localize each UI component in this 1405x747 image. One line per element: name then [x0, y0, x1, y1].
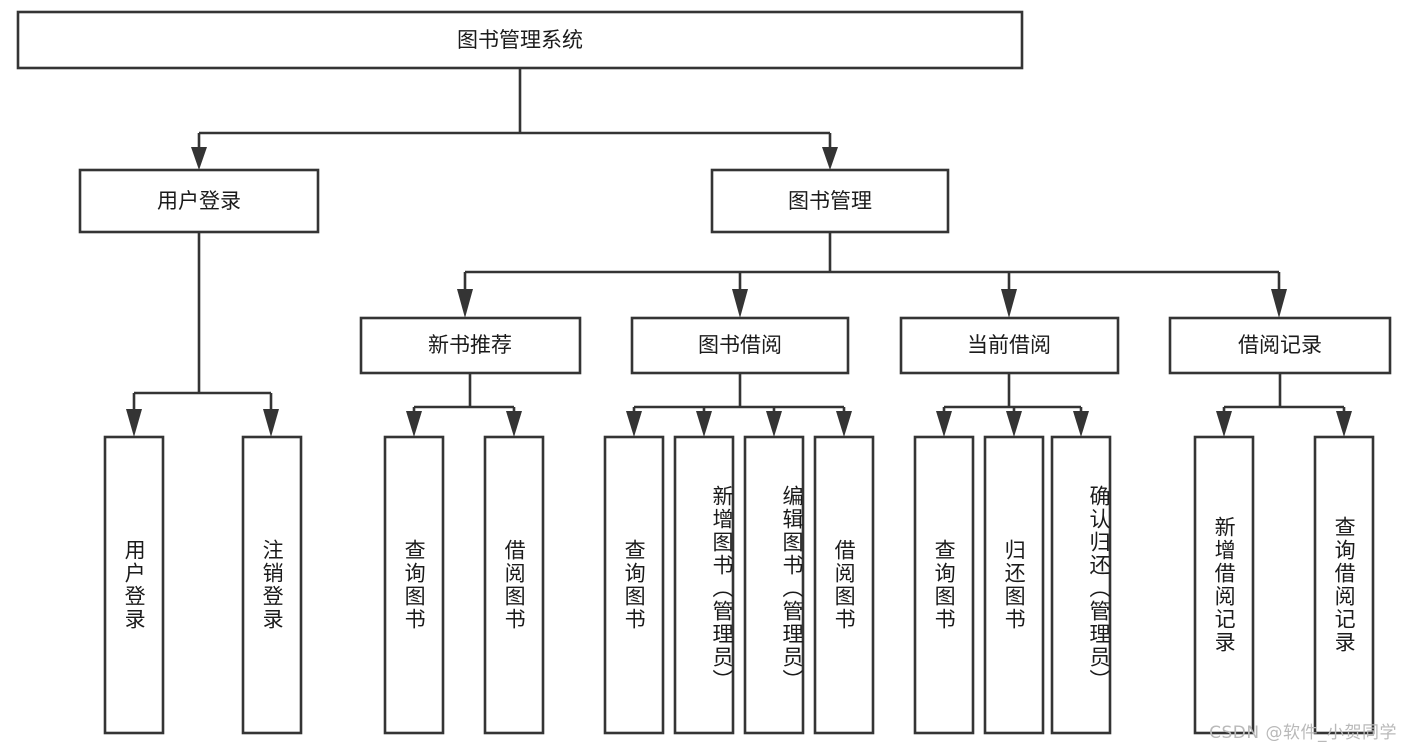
leaf-boxes — [103, 435, 1375, 735]
leaf-box-br-query-record[interactable] — [1313, 435, 1375, 735]
arrow-head-leaf-logout — [263, 409, 279, 437]
csdn-watermark: CSDN @软件_小贺同学 — [1209, 723, 1397, 743]
leaf-box-bb-add-book[interactable] — [673, 435, 735, 735]
arrow-head-br-leaf-2 — [1336, 411, 1352, 437]
leaf-box-bb-edit-book[interactable] — [743, 435, 805, 735]
node-book-manage-label: 图书管理 — [788, 189, 872, 213]
leaf-box-logout[interactable] — [241, 435, 303, 735]
arrow-head-bb-leaf-4 — [836, 411, 852, 437]
arrow-head-nbr-leaf-1 — [406, 411, 422, 437]
node-borrow-record-box[interactable] — [1168, 316, 1392, 375]
arrow-head-borrow-record — [1271, 289, 1287, 318]
node-root-box[interactable] — [16, 10, 1024, 70]
arrow-head-new-book-recommend — [457, 289, 473, 318]
node-book-borrow-label: 图书借阅 — [698, 333, 782, 357]
arrow-head-book-manage — [822, 147, 838, 170]
node-new-book-recommend-box[interactable] — [359, 316, 582, 375]
node-new-book-recommend-label: 新书推荐 — [428, 333, 512, 357]
leaf-box-cb-query-book[interactable] — [913, 435, 975, 735]
node-book-manage-box[interactable] — [710, 168, 950, 234]
node-root-label: 图书管理系统 — [457, 28, 583, 52]
arrow-head-user-login — [191, 147, 207, 170]
edges-borrow-record-to-leaves — [1216, 373, 1352, 437]
edges-current-borrow-to-leaves — [936, 373, 1089, 437]
leaf-box-cb-return-book[interactable] — [983, 435, 1045, 735]
arrow-head-leaf-user-login — [126, 409, 142, 437]
edges-book-borrow-to-leaves — [626, 373, 852, 437]
arrow-head-bb-leaf-3 — [766, 411, 782, 437]
node-book-manage[interactable]: 图书管理 — [710, 168, 950, 234]
arrow-head-book-borrow — [732, 289, 748, 318]
node-user-login[interactable]: 用户登录 — [78, 168, 320, 234]
node-borrow-record[interactable]: 借阅记录 — [1168, 316, 1392, 375]
arrow-head-bb-leaf-2 — [696, 411, 712, 437]
leaf-box-bb-borrow-book[interactable] — [813, 435, 875, 735]
edges-root-to-level2 — [191, 68, 838, 170]
edges-book-manage-to-level3 — [457, 232, 1287, 318]
leaf-box-bb-query-book[interactable] — [603, 435, 665, 735]
arrow-head-bb-leaf-1 — [626, 411, 642, 437]
node-book-borrow[interactable]: 图书借阅 — [630, 316, 850, 375]
leaf-box-user-login[interactable] — [103, 435, 165, 735]
arrow-head-cb-leaf-1 — [936, 411, 952, 437]
node-current-borrow-box[interactable] — [899, 316, 1120, 375]
leaf-box-cb-confirm-return[interactable] — [1050, 435, 1112, 735]
arrow-head-br-leaf-1 — [1216, 411, 1232, 437]
node-borrow-record-label: 借阅记录 — [1238, 333, 1322, 357]
leaf-box-nbr-borrow-book[interactable] — [483, 435, 545, 735]
arrow-head-nbr-leaf-2 — [506, 411, 522, 437]
node-current-borrow[interactable]: 当前借阅 — [899, 316, 1120, 375]
node-root[interactable]: 图书管理系统 — [16, 10, 1024, 70]
arrow-head-current-borrow — [1001, 289, 1017, 318]
arrow-head-cb-leaf-3 — [1073, 411, 1089, 437]
arrow-head-cb-leaf-2 — [1006, 411, 1022, 437]
leaf-box-nbr-query-book[interactable] — [383, 435, 445, 735]
node-user-login-label: 用户登录 — [157, 189, 241, 213]
leaf-box-br-add-record[interactable] — [1193, 435, 1255, 735]
node-book-borrow-box[interactable] — [630, 316, 850, 375]
edges-new-book-recommend-to-leaves — [406, 373, 522, 437]
node-new-book-recommend[interactable]: 新书推荐 — [359, 316, 582, 375]
node-current-borrow-label: 当前借阅 — [967, 333, 1051, 357]
edges-user-login-to-leaves — [126, 232, 279, 437]
